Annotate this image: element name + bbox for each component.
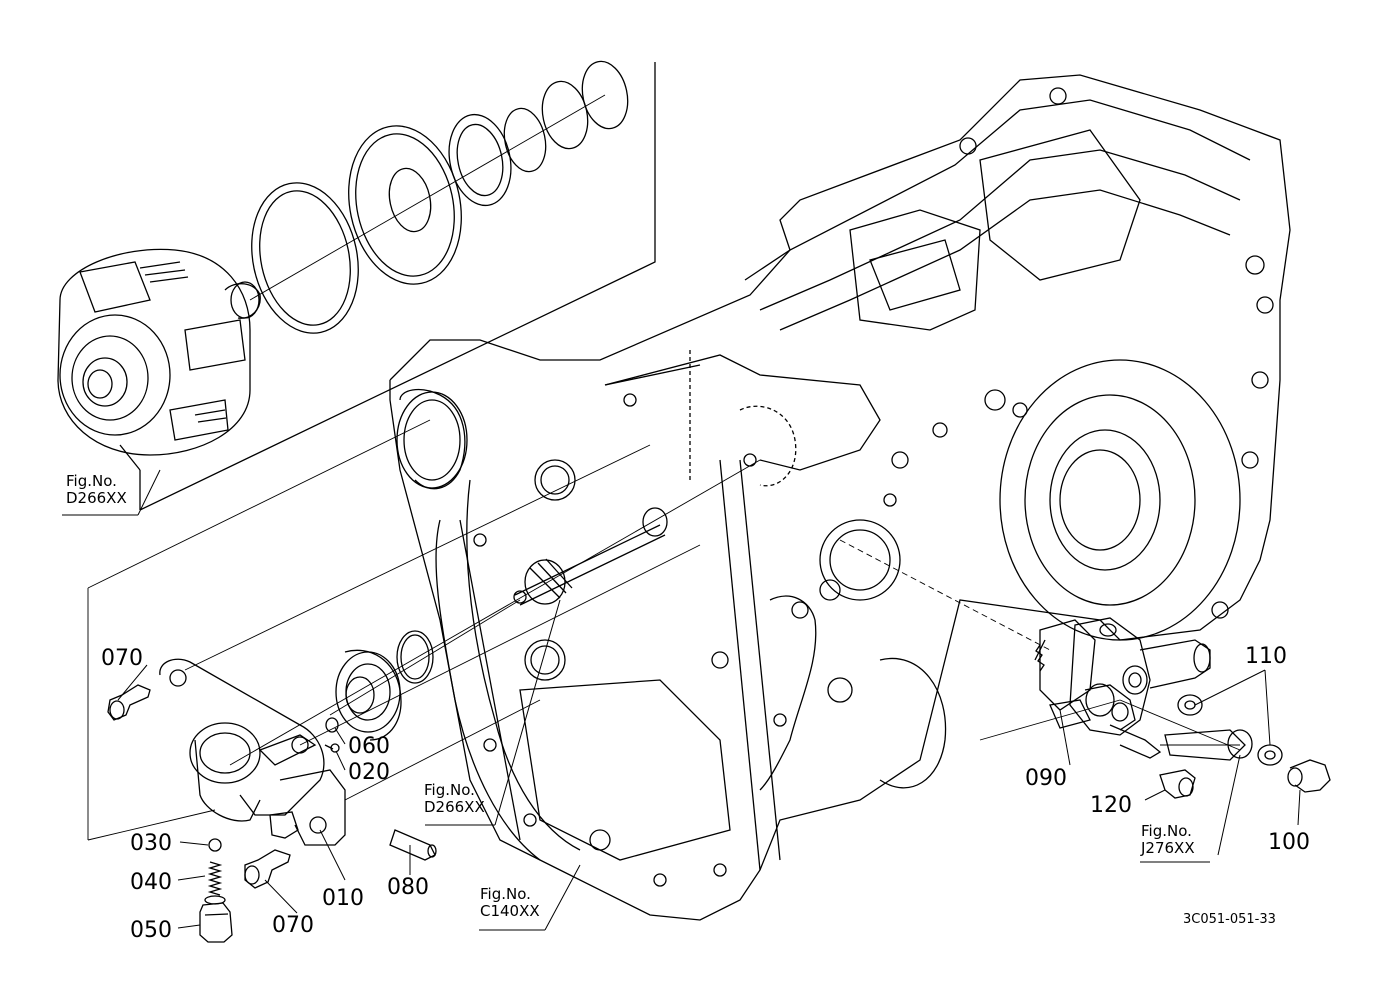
part-label-020: 020 <box>348 760 390 785</box>
part-label-100: 100 <box>1268 830 1310 855</box>
transmission-case <box>389 74 1291 921</box>
clutch-plates <box>249 60 629 334</box>
label-leaders <box>62 469 1301 931</box>
part-label-120: 120 <box>1090 793 1132 818</box>
part-label-050: 050 <box>130 918 172 943</box>
part-label-070-bottom: 070 <box>272 913 314 938</box>
part-label-110: 110 <box>1245 644 1287 669</box>
part-label-010: 010 <box>322 886 364 911</box>
clutch-drum-part <box>57 248 261 490</box>
figure-ref-j276xx: Fig.No. J276XX <box>1141 822 1195 858</box>
part-label-030: 030 <box>130 831 172 856</box>
diagram-code: 3C051-051-33 <box>1183 912 1276 927</box>
part-label-090: 090 <box>1025 766 1067 791</box>
figure-ref-caption: Fig.No. <box>66 472 117 490</box>
part-label-070-top: 070 <box>101 646 143 671</box>
figure-ref-number: D266XX <box>424 798 485 817</box>
figure-ref-number: C140XX <box>480 902 540 921</box>
part-label-060: 060 <box>348 734 390 759</box>
figure-ref-caption: Fig.No. <box>1141 822 1192 840</box>
alignment-lines <box>87 419 1241 841</box>
figure-ref-d266xx-mid: Fig.No. D266XX <box>424 781 485 817</box>
part-label-080: 080 <box>387 875 429 900</box>
figure-ref-c140xx: Fig.No. C140XX <box>480 885 540 921</box>
part-label-040: 040 <box>130 870 172 895</box>
clutch-assembly-frame <box>139 62 656 511</box>
figure-ref-caption: Fig.No. <box>480 885 531 903</box>
shift-lever-assembly <box>107 630 437 943</box>
figure-ref-d266xx-top: Fig.No. D266XX <box>66 472 127 508</box>
figure-ref-number: D266XX <box>66 489 127 508</box>
figure-ref-number: J276XX <box>1141 839 1195 858</box>
figure-ref-caption: Fig.No. <box>424 781 475 799</box>
